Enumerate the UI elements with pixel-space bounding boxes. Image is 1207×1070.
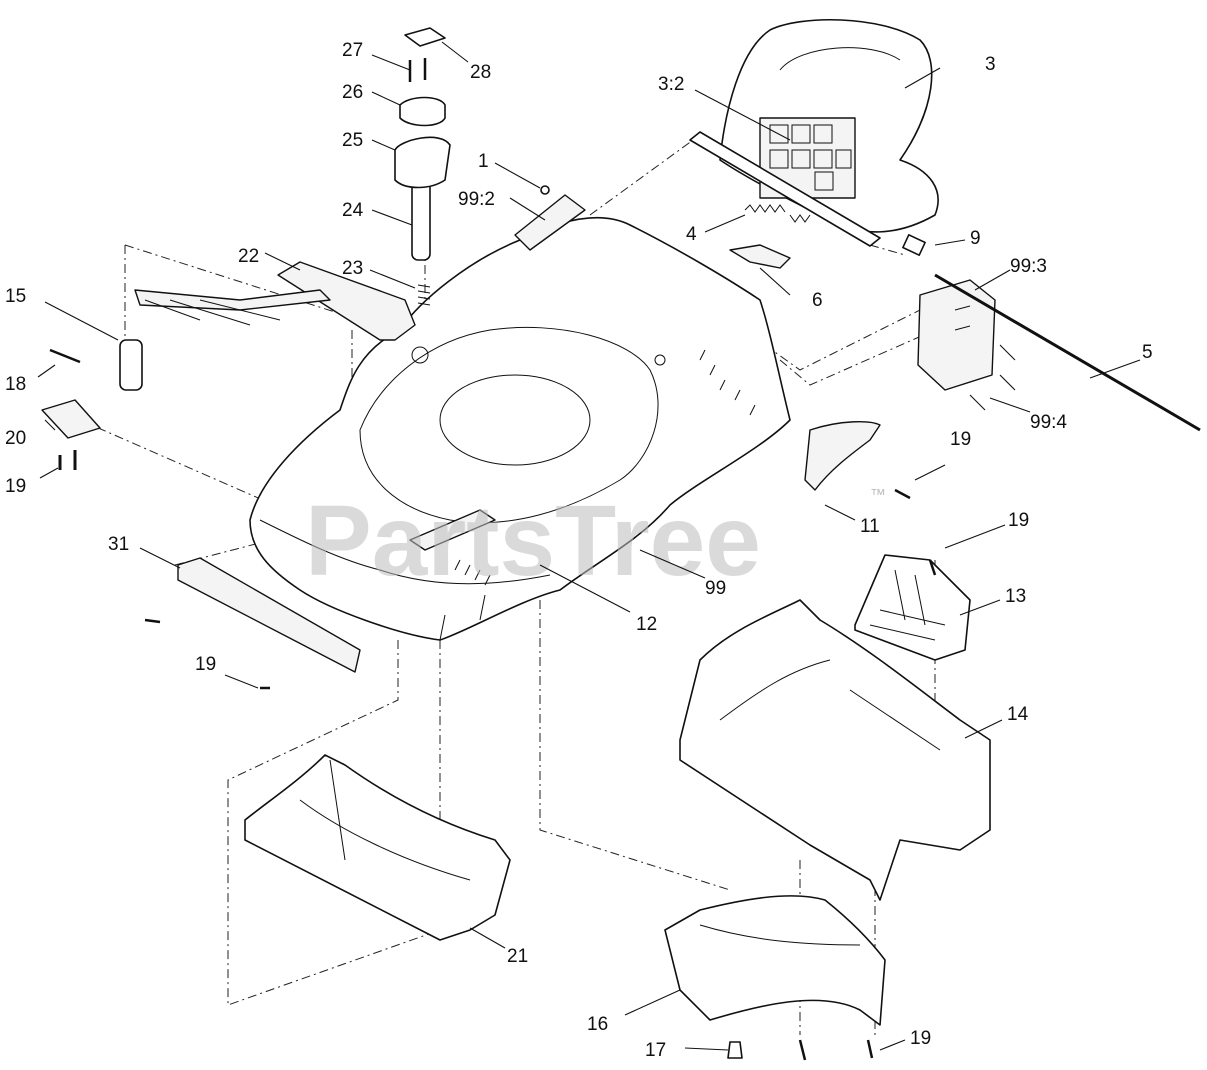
watermark-tm: ™ bbox=[870, 487, 886, 504]
part-9-bushing bbox=[902, 234, 926, 256]
callout-19-c: 19 bbox=[1008, 510, 1029, 531]
part-27-pins bbox=[408, 58, 427, 82]
part-28-top-knob bbox=[404, 27, 446, 47]
callout-19-e: 19 bbox=[910, 1028, 931, 1049]
callout-leaders bbox=[37, 41, 1141, 1051]
part-1-screw bbox=[540, 185, 550, 195]
callout-13: 13 bbox=[1005, 586, 1026, 607]
callout-28: 28 bbox=[470, 62, 491, 83]
callout-19-d: 19 bbox=[195, 654, 216, 675]
callout-26: 26 bbox=[342, 82, 363, 103]
callout-23: 23 bbox=[342, 258, 363, 279]
callout-31: 31 bbox=[108, 534, 129, 555]
callout-20: 20 bbox=[5, 428, 26, 449]
callout-19-b: 19 bbox=[950, 429, 971, 450]
part-20-clip bbox=[41, 399, 101, 439]
callout-15: 15 bbox=[5, 286, 26, 307]
callout-16: 16 bbox=[587, 1014, 608, 1035]
callout-3: 3 bbox=[985, 54, 996, 75]
part-4-springs bbox=[744, 204, 811, 223]
callout-18: 18 bbox=[5, 374, 26, 395]
callout-4: 4 bbox=[686, 224, 697, 245]
callout-5: 5 bbox=[1142, 342, 1153, 363]
callout-11: 11 bbox=[860, 516, 880, 537]
part-3-rear-cover bbox=[689, 18, 939, 247]
callout-99-4: 99:4 bbox=[1030, 412, 1067, 433]
part-11-strip bbox=[804, 421, 881, 491]
part-17-bolt bbox=[727, 1041, 743, 1059]
part-99-3-bracket bbox=[917, 279, 996, 391]
callout-99-3: 99:3 bbox=[1010, 256, 1047, 277]
callout-24: 24 bbox=[342, 200, 364, 221]
callout-21: 21 bbox=[507, 946, 528, 967]
callout-99-2: 99:2 bbox=[458, 189, 495, 210]
part-13-block bbox=[854, 554, 971, 661]
watermark: PartsTree ™ bbox=[305, 485, 886, 597]
part-16-rear-baffle bbox=[664, 895, 886, 1026]
callout-9: 9 bbox=[970, 228, 981, 249]
callout-1: 1 bbox=[478, 151, 489, 172]
callout-14: 14 bbox=[1007, 704, 1029, 725]
assembly-lines bbox=[79, 134, 936, 1035]
callout-labels: 1 3 3:2 4 5 6 9 11 12 13 14 15 16 17 18 … bbox=[5, 40, 1153, 1061]
callout-12: 12 bbox=[636, 614, 657, 635]
callout-22: 22 bbox=[238, 246, 259, 267]
callout-17: 17 bbox=[645, 1040, 666, 1061]
part-15-bracket bbox=[119, 289, 331, 391]
callout-19-a: 19 bbox=[5, 476, 26, 497]
callout-3-2: 3:2 bbox=[658, 74, 684, 95]
part-25-knob bbox=[394, 136, 451, 189]
part-26-cap bbox=[399, 96, 446, 127]
part-22-decal bbox=[277, 261, 416, 341]
part-5-rod bbox=[934, 273, 1201, 432]
part-21-front-baffle bbox=[244, 754, 511, 941]
part-23-spring bbox=[417, 284, 431, 306]
part-19-screws bbox=[58, 450, 937, 1061]
callout-27: 27 bbox=[342, 40, 363, 61]
part-12-plate bbox=[409, 509, 496, 551]
part-24-plunger bbox=[411, 179, 431, 261]
watermark-text: PartsTree bbox=[305, 485, 761, 597]
part-99-2-panel bbox=[514, 194, 586, 251]
part-99-4-screws bbox=[969, 344, 1016, 411]
part-6-bracket bbox=[729, 244, 791, 269]
part-14-side-shield bbox=[679, 599, 991, 901]
part-18-pin bbox=[49, 348, 81, 364]
callout-99: 99 bbox=[705, 578, 726, 599]
callout-25: 25 bbox=[342, 130, 363, 151]
part-31-front-strip bbox=[177, 557, 361, 673]
callout-6: 6 bbox=[812, 290, 823, 311]
